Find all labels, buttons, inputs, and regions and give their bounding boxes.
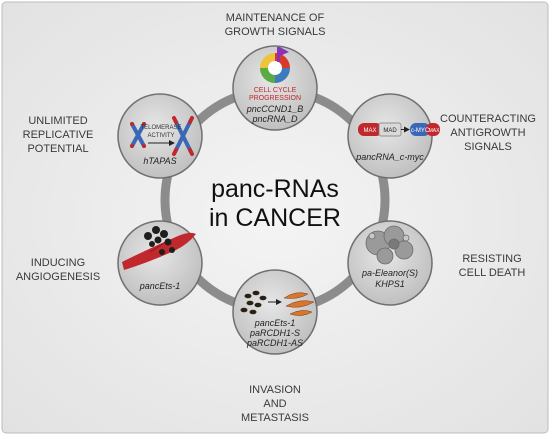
label-antigrowth-1: COUNTERACTING <box>440 113 536 125</box>
node-growth-signals: CELL CYCLE PROGRESSION pncCCND1_B pncRNA… <box>232 45 318 131</box>
label-angio-1: INDUCING <box>31 257 85 269</box>
telomerase-label-2: ACTIVITY <box>147 133 174 139</box>
cells-before-icon <box>240 290 267 315</box>
label-growth-1: MAINTENANCE OF <box>226 12 325 24</box>
label-antigrowth-3: SIGNALS <box>464 141 512 153</box>
cells-after-icon <box>283 292 315 316</box>
node-growth-circle <box>232 45 318 131</box>
label-invasion-2: AND <box>263 398 286 410</box>
label-replicative-3: POTENTIAL <box>27 143 88 155</box>
label-invasion-1: INVASION <box>249 384 301 396</box>
cell-cycle-label-1: CELL CYCLE <box>254 87 297 94</box>
gene-hTAPAS: hTAPAS <box>143 156 176 166</box>
gene-paRCDH1-S: paRCDH1-S <box>249 328 300 338</box>
gene-pa-Eleanor-S: pa-Eleanor(S) <box>361 268 418 278</box>
chromosome-short-icon <box>130 122 146 148</box>
node-angiogenesis: pancEts-1 <box>117 220 203 306</box>
gene-pancEts-1-invasion: pancEts-1 <box>254 318 296 328</box>
center-title-line1: panc-RNAs <box>211 175 339 203</box>
label-invasion-3: METASTASIS <box>241 412 309 424</box>
icon-label-c-myc: c-MYC <box>411 128 430 134</box>
node-replicative-circle <box>117 93 203 179</box>
icon-label-max-1: MAX <box>363 128 376 134</box>
node-antigrowth: MAX MAD c-MYC MAX pancRNA_c-myc <box>347 93 441 179</box>
label-growth-2: GROWTH SIGNALS <box>225 26 326 38</box>
gene-paRCDH1-AS: paRCDH1-AS <box>246 338 303 348</box>
gene-pancEts-1-angio: pancEts-1 <box>139 281 181 291</box>
label-replicative-1: UNLIMITED <box>28 115 87 127</box>
node-invasion: pancEts-1 paRCDH1-S paRCDH1-AS <box>232 269 318 355</box>
center-title-line2: in CANCER <box>209 204 341 232</box>
telomerase-label-1: TELOMERASE <box>140 125 181 131</box>
gene-KHPS1: KHPS1 <box>375 279 405 289</box>
icon-label-max-2: MAX <box>429 128 441 134</box>
gene-pncRNA-D: pncRNA_D <box>251 114 298 124</box>
label-antigrowth-2: ANTIGROWTH <box>450 127 525 139</box>
cell-death-icon <box>365 225 414 265</box>
label-replicative-2: REPLICATIVE <box>23 129 94 141</box>
node-invasion-circle <box>232 269 318 355</box>
label-angio-2: ANGIOGENESIS <box>16 271 100 283</box>
label-death-1: RESISTING <box>462 253 521 265</box>
max-mad-myc-icon <box>358 122 440 137</box>
icon-label-mad: MAD <box>383 128 397 134</box>
blood-vessel-icon <box>122 226 196 270</box>
cell-cycle-label-2: PROGRESSION <box>249 95 301 102</box>
gene-pancRNA-c-myc: pancRNA_c-myc <box>355 152 424 162</box>
chromosome-long-icon <box>172 116 194 156</box>
gene-pncCCND1-B: pncCCND1_B <box>246 104 304 114</box>
cell-cycle-icon <box>260 47 290 83</box>
node-replicative: TELOMERASE ACTIVITY hTAPAS <box>117 93 203 179</box>
node-cell-death: pa-Eleanor(S) KHPS1 <box>347 220 433 306</box>
label-death-2: CELL DEATH <box>459 267 526 279</box>
